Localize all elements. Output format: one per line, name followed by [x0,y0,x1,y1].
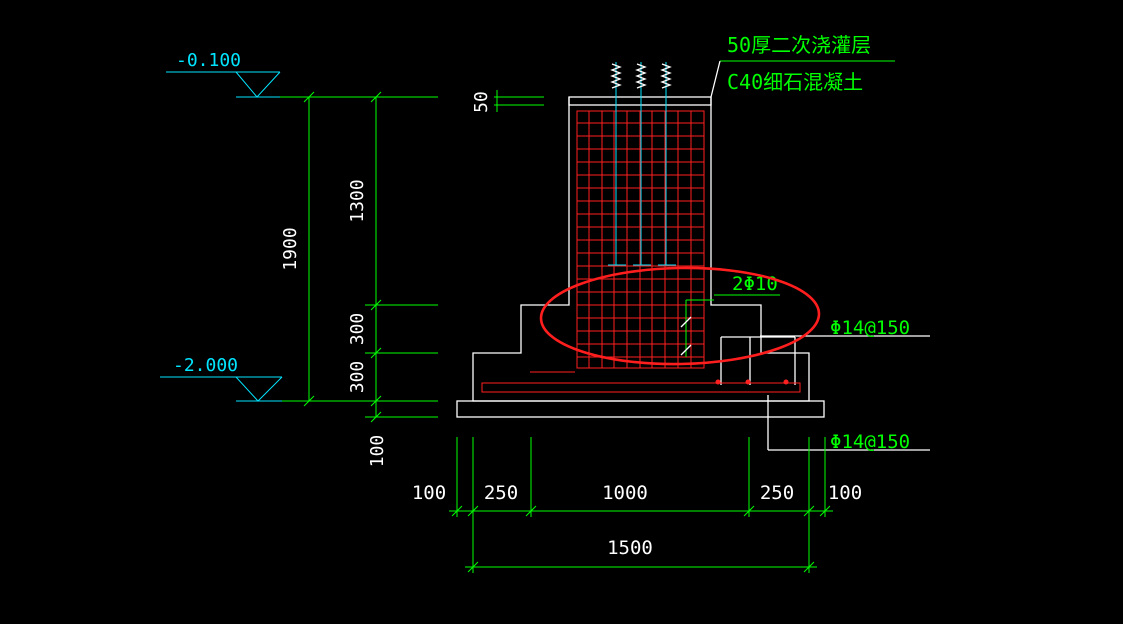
dim-tick [370,395,382,407]
dim-tick [370,411,382,423]
grout-note-line1: 50厚二次浇灌层 [727,33,871,57]
horizontal-dimension-chain [449,437,833,573]
dim-step-height: 300 [347,313,368,346]
anchor-bolt [633,62,651,266]
rebar-dot [745,379,751,385]
dim-grout-thickness: 50 [471,91,492,113]
anchor-bolt [658,62,676,266]
dim-column-height: 1300 [347,179,368,222]
anchor-bar-label: 2Φ10 [732,273,778,295]
dim-column-width: 1000 [602,482,648,504]
base-mat-rebar [481,382,801,393]
foundation-outline [456,96,930,451]
dim-total-height: 1900 [280,227,301,270]
rebar-dot [715,379,721,385]
anchor-bar-leader [680,294,780,357]
anchor-bolts [608,62,676,266]
vertical-dimension-chain [275,90,544,423]
dim-tick [303,395,315,407]
dim-tick [370,299,382,311]
elevation-label-top: -0.100 [176,50,241,71]
rebar-step-label: Φ14@150 [830,317,910,339]
grout-note-leader [710,60,895,98]
dim-left-step: 250 [484,482,518,504]
dim-total-width: 1500 [607,537,653,559]
anchor-bolt [608,62,626,266]
cushion-layer [456,400,825,418]
elevation-label-bottom: -2.000 [173,355,238,376]
elevation-marker-bottom [160,376,283,402]
elevation-marker-top [166,71,281,98]
highlight-ellipse [539,266,821,366]
dim-right-offset: 100 [828,482,862,504]
grout-note-line2: C40细石混凝土 [727,70,863,94]
rebar-base-label: Φ14@150 [830,431,910,453]
dim-right-step: 250 [760,482,794,504]
dim-base-height: 300 [347,361,368,394]
dim-tick [303,91,315,103]
grout-layer [568,96,712,106]
dim-tick [370,347,382,359]
rebar-dot [783,379,789,385]
base-rebar-dots [715,379,789,385]
dim-left-offset: 100 [412,482,446,504]
dim-cushion-height: 100 [367,435,388,468]
dim-tick [370,91,382,103]
